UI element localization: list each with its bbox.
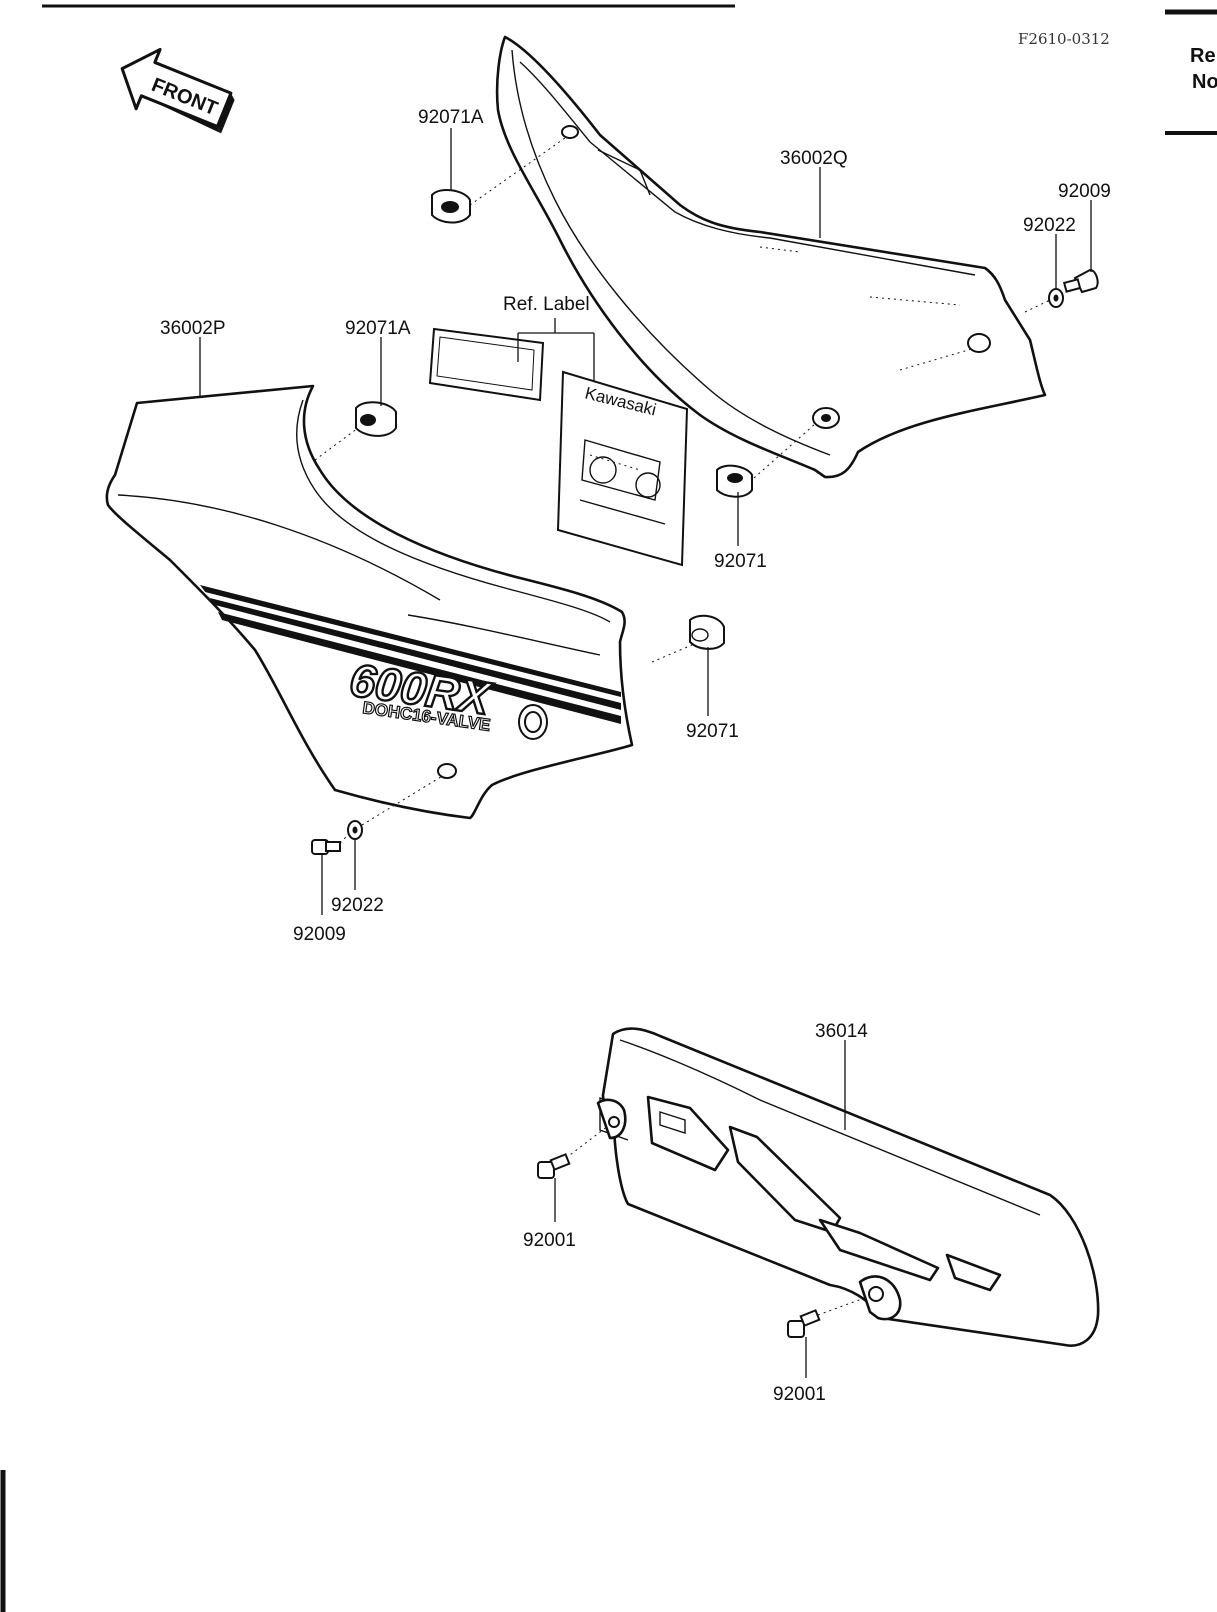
callout-bolt-92009-right: 92009 bbox=[1058, 181, 1111, 202]
callout-bolt-92001-lower: 92001 bbox=[773, 1384, 826, 1405]
grommet-92071a-upper bbox=[431, 188, 471, 224]
callout-grommet-92071-right: 92071 bbox=[714, 551, 767, 572]
callout-washer-92022-right: 92022 bbox=[1023, 215, 1076, 236]
reference-labels: Kawasaki bbox=[428, 327, 689, 567]
right-side-cover-36002q bbox=[495, 35, 1047, 479]
assembly-lines bbox=[314, 137, 1069, 1316]
callout-grommet-92071-left: 92071 bbox=[686, 721, 739, 742]
bolt-92009-left bbox=[311, 839, 341, 855]
grommet-92071-right bbox=[716, 464, 753, 498]
callout-grommet-92071a-left: 92071A bbox=[345, 318, 411, 339]
bolt-92009-right bbox=[1062, 268, 1099, 294]
chain-cover-36014 bbox=[596, 1027, 1100, 1347]
sidebar-heading-line2: No bbox=[1192, 71, 1217, 93]
callout-grommet-92071a-upper: 92071A bbox=[418, 107, 484, 128]
callout-bolt-92001-upper: 92001 bbox=[523, 1230, 576, 1251]
callout-right-cover-36002q: 36002Q bbox=[780, 148, 848, 169]
grommet-92071-left bbox=[689, 614, 725, 650]
bolt-92001-lower bbox=[787, 1309, 821, 1338]
label-card bbox=[556, 370, 689, 567]
callout-bolt-92009-left: 92009 bbox=[293, 924, 346, 945]
callout-chain-cover-36014: 36014 bbox=[815, 1021, 868, 1042]
callout-left-cover-36002p: 36002P bbox=[160, 318, 226, 339]
callout-ref-label: Ref. Label bbox=[503, 294, 590, 315]
leader-lines bbox=[199, 128, 1092, 1378]
drawing-code: F2610-0312 bbox=[1018, 30, 1110, 48]
callout-washer-92022-left: 92022 bbox=[331, 895, 384, 916]
grommet-92071a-left bbox=[355, 401, 397, 437]
bolt-92001-upper bbox=[537, 1153, 571, 1179]
front-arrow-icon: FRONT bbox=[120, 47, 235, 134]
left-side-cover-36002p: 600RX DOHC16-VALVE bbox=[105, 384, 634, 820]
sidebar-heading-line1: Re bbox=[1190, 45, 1216, 67]
